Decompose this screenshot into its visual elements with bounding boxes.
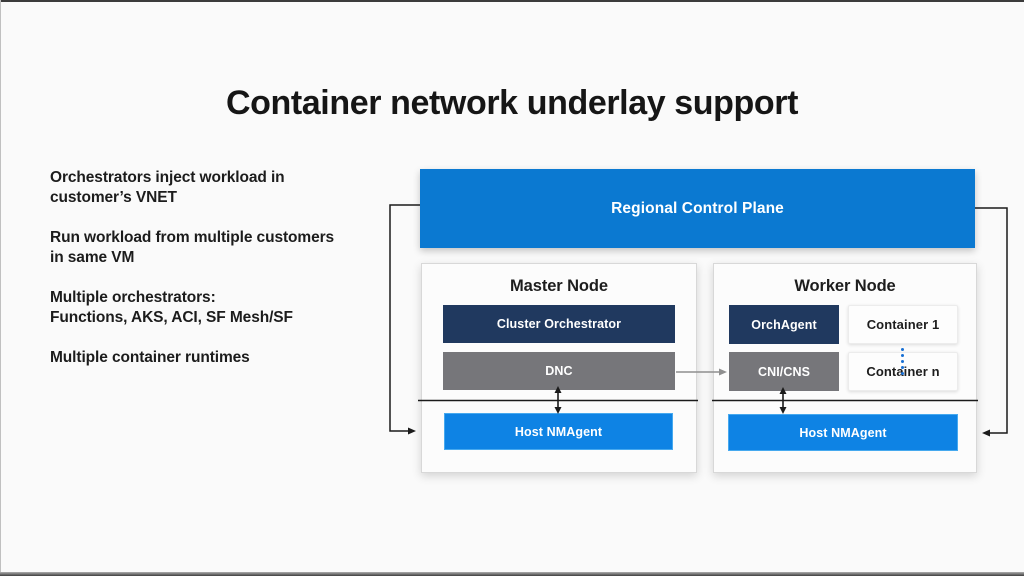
master-host-nmagent-label: Host NMAgent	[514, 424, 603, 439]
right-connector-line	[975, 207, 1008, 434]
container-1-label: Container 1	[866, 317, 940, 332]
bullet-multiple-runtimes: Multiple container runtimes	[50, 349, 250, 366]
bullet-orchestrators-inject: Orchestrators inject workload in custome…	[50, 169, 285, 206]
worker-host-nmagent-label: Host NMAgent	[799, 425, 887, 440]
slide-title: Container network underlay support	[225, 84, 799, 122]
left-connector-arrowhead-icon	[408, 427, 416, 435]
worker-host-nmagent-box: Host NMAgent	[728, 414, 958, 451]
master-host-nmagent-box: Host NMAgent	[444, 413, 673, 450]
letterbox-bottom	[0, 572, 1024, 576]
left-connector-line	[389, 204, 420, 432]
orchagent-label: OrchAgent	[751, 317, 817, 332]
letterbox-top	[0, 0, 1024, 2]
vertical-ellipsis-icon	[900, 348, 904, 375]
container-n-label: Container n	[866, 364, 940, 379]
regional-control-plane-label: Regional Control Plane	[611, 199, 784, 217]
frame-left-edge	[0, 0, 1, 576]
master-node-title: Master Node	[510, 277, 608, 295]
cluster-orchestrator-box: Cluster Orchestrator	[443, 305, 675, 343]
container-n-box: Container n	[848, 352, 958, 391]
bullet-multiple-orchestrators: Multiple orchestrators: Functions, AKS, …	[50, 289, 293, 326]
orchagent-box: OrchAgent	[729, 305, 839, 344]
bullet-run-workload: Run workload from multiple customers in …	[50, 229, 335, 266]
dnc-box: DNC	[443, 352, 675, 390]
right-connector-arrowhead-icon	[982, 429, 990, 437]
cni-cns-label: CNI/CNS	[757, 364, 811, 379]
container-1-box: Container 1	[848, 305, 958, 344]
regional-control-plane-box: Regional Control Plane	[420, 169, 975, 248]
cni-cns-box: CNI/CNS	[729, 352, 839, 391]
bullet-list: Orchestrators inject workload in custome…	[50, 168, 390, 388]
cluster-orchestrator-label: Cluster Orchestrator	[496, 317, 622, 331]
worker-node-title: Worker Node	[794, 277, 896, 295]
dnc-label: DNC	[545, 364, 573, 378]
